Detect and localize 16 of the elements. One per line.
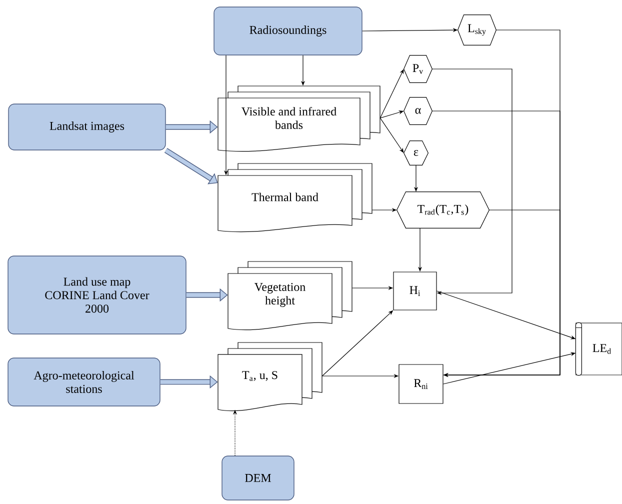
input-box: Land use map CORINE Land Cover 2000 — [8, 256, 186, 334]
arrow — [380, 69, 404, 118]
input-box: Agro-meteorological stations — [8, 358, 160, 406]
input-box: DEM — [222, 456, 294, 500]
document-stack: Vegetation height — [228, 261, 352, 330]
block-arrow — [164, 148, 218, 184]
arrow — [432, 68, 512, 296]
scroll-box: LE$_{d}$ — [575, 322, 622, 376]
process-box: R$_{ni}$ — [398, 364, 444, 404]
document-stack: T$_{a}$, u, S — [218, 342, 322, 412]
document-stack: Thermal band — [218, 163, 372, 232]
arrow — [380, 118, 404, 153]
input-box: Landsat images — [8, 104, 166, 150]
input-box: Radiosoundings — [214, 6, 362, 56]
document-stack: Visible and infrared bands — [218, 86, 380, 152]
process-box: H$_{i}$ — [393, 272, 437, 310]
